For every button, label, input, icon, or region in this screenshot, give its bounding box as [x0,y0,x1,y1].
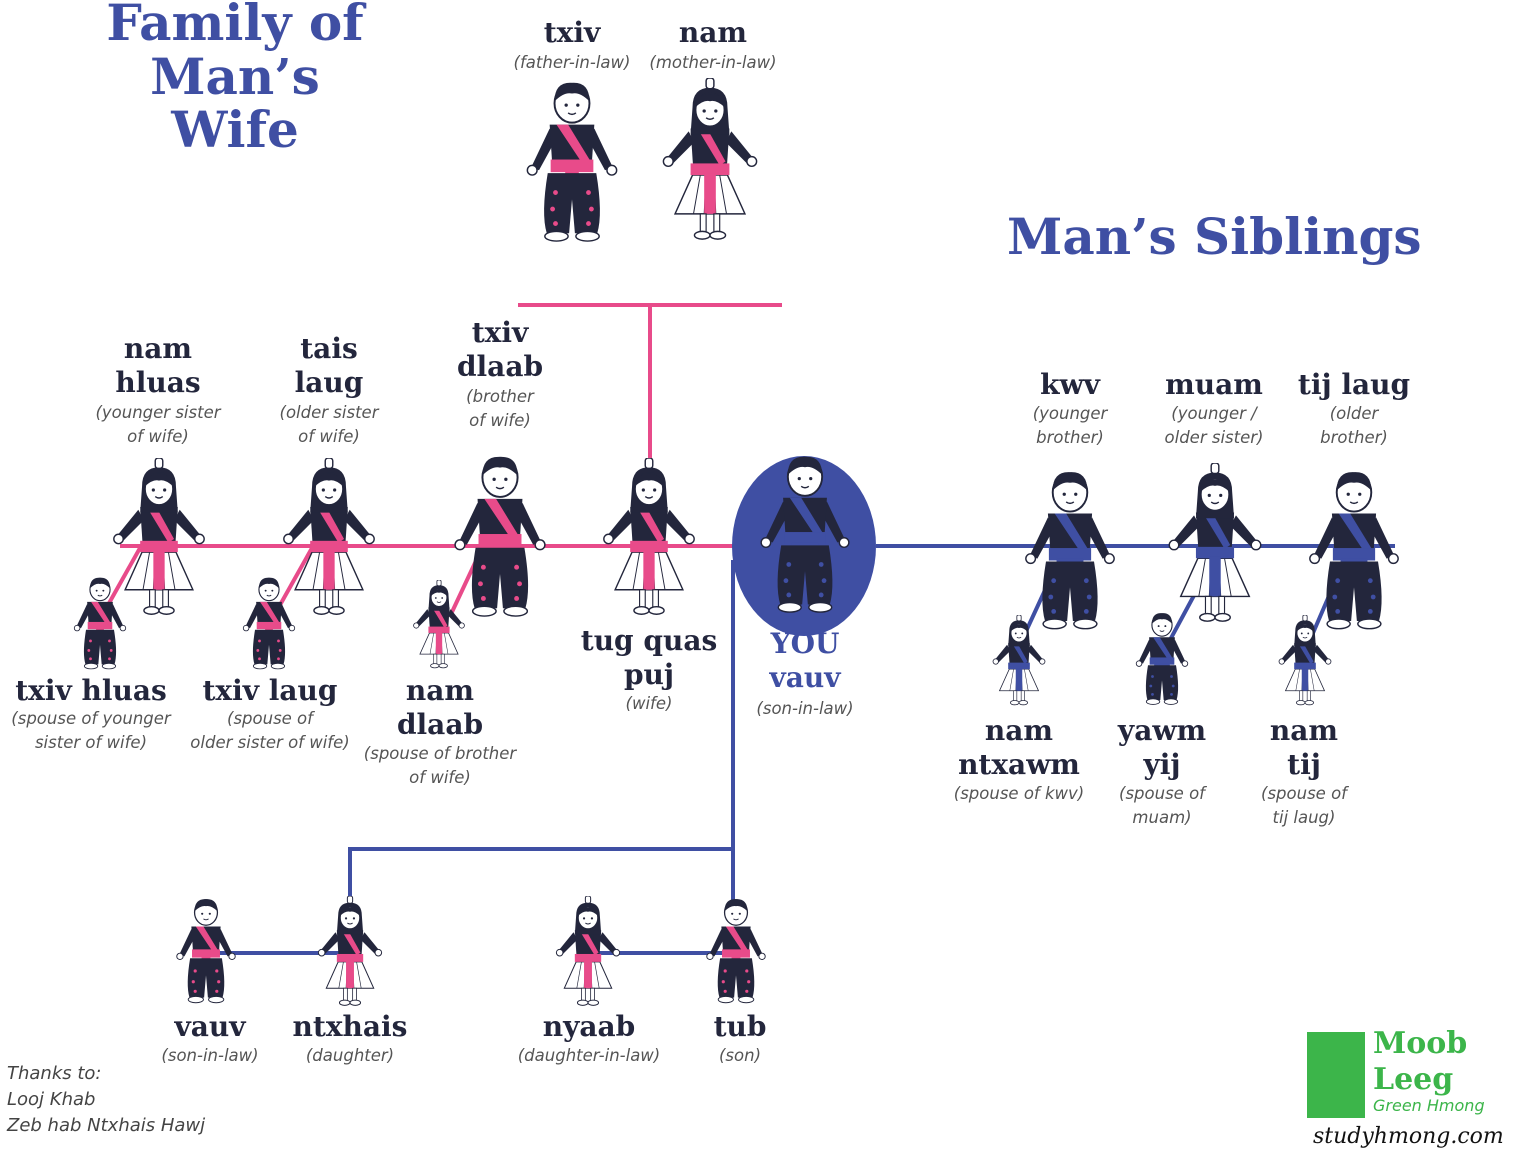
sister-figure [1163,463,1267,625]
logo-text: Moob Leeg Green Hmong [1373,1026,1485,1115]
sister-term: muam [1165,368,1263,401]
father-in-law-gloss: (father-in-law) [513,53,631,72]
son-in-law-figure [166,896,246,1004]
older-brother-term: tij laug [1297,368,1411,401]
son-gloss: (son) [718,1046,762,1065]
site-link[interactable]: studyhmong.com [1313,1124,1504,1149]
marriage-line-younger-sister [106,547,142,606]
credits-heading: Thanks to: [7,1063,102,1084]
son-in-law-term: vauv [174,1010,246,1043]
younger-brother-term: kwv [1040,368,1100,401]
daughter-figure [306,896,394,1008]
credits: Thanks to: Looj Khab Zeb hab Ntxhais Haw… [7,1061,205,1139]
spouse-younger-sister-figure [72,575,128,670]
daughter-term: ntxhais [292,1010,408,1043]
younger-brother-figure [1022,465,1118,633]
sister-gloss: (younger /older sister) [1164,404,1264,447]
credits-name: Zeb hab Ntxhais Hawj [7,1115,206,1137]
older-brother-figure [1306,465,1402,633]
son-figure [696,896,776,1004]
moob-leeg-logo-square [1307,1032,1365,1118]
title-wife-family: Family of Man’s Wife [80,0,390,157]
daughter-gloss: (daughter) [305,1046,395,1065]
you-gloss: (son-in-law) [756,699,854,718]
daughter-in-law-term: nyaab [542,1010,636,1043]
daughter-in-law-gloss: (daughter-in-law) [517,1046,661,1065]
title-wife-family-line1: Family of [106,0,364,52]
logo-line1: Moob [1373,1026,1468,1061]
spouse-younger-sister-term: txiv hluas [15,674,167,707]
wife-gloss: (wife) [625,694,673,713]
spouse-muam-figure [1134,610,1190,706]
father-in-law-term: txiv [543,16,601,49]
father-in-law-figure [522,78,622,243]
spouse-tij-figure [1276,615,1334,707]
spouse-brother-figure [411,580,467,670]
spouse-kwv-gloss: (spouse of kwv) [953,784,1085,803]
logo-line2: Leeg [1373,1062,1454,1097]
mother-in-law-gloss: (mother-in-law) [649,53,777,72]
logo-line3: Green Hmong [1373,1096,1485,1115]
mother-in-law-term: nam [678,16,748,49]
title-wife-family-line2: Man’s Wife [150,46,320,159]
son-term: tub [713,1010,767,1043]
marriage-line-older-sister [278,547,314,606]
son-in-law-gloss: (son-in-law) [161,1046,259,1065]
spouse-older-sister-term: txiv laug [202,674,338,707]
title-siblings: Man’s Siblings [1007,207,1422,266]
spouse-kwv-figure [990,615,1048,707]
you-figure [756,452,854,614]
credits-name: Looj Khab [7,1089,96,1111]
daughter-in-law-figure [544,896,632,1008]
wife-figure [598,458,700,618]
spouse-older-sister-figure [241,575,297,670]
mother-in-law-figure [660,78,760,243]
